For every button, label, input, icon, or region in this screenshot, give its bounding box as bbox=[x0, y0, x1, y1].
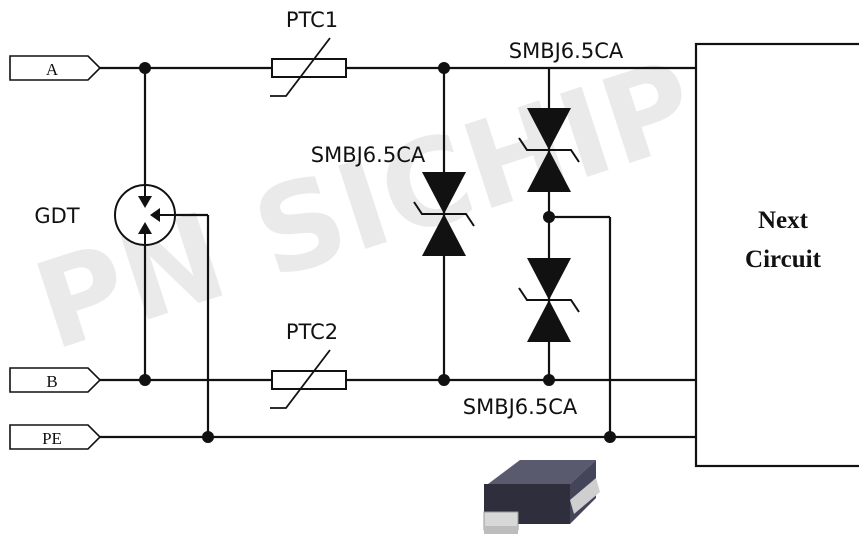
ptc2-label: PTC2 bbox=[286, 320, 338, 344]
port-pe-label: PE bbox=[42, 429, 62, 448]
next-circuit-box: Next Circuit bbox=[694, 42, 859, 468]
tvs-bottom-label: SMBJ6.5CA bbox=[463, 395, 578, 419]
tvs-right-upper-diode: SMBJ6.5CA bbox=[509, 39, 624, 192]
port-pe: PE bbox=[9, 424, 102, 450]
port-a-label: A bbox=[46, 60, 59, 79]
tvs-middle-diode: SMBJ6.5CA bbox=[311, 143, 475, 256]
ptc1-resistor: PTC1 bbox=[270, 8, 347, 97]
smb-package-icon bbox=[483, 460, 600, 534]
tvs-right-lower-diode: SMBJ6.5CA bbox=[463, 258, 580, 419]
port-b-label: B bbox=[46, 372, 57, 391]
ptc2-resistor: PTC2 bbox=[270, 320, 347, 409]
next-circuit-line1: Next bbox=[758, 207, 809, 234]
tvs-middle-label: SMBJ6.5CA bbox=[311, 143, 426, 167]
gdt-label: GDT bbox=[34, 204, 79, 228]
port-b: B bbox=[9, 367, 102, 393]
tvs-top-right-label: SMBJ6.5CA bbox=[509, 39, 624, 63]
junction-dots bbox=[139, 62, 616, 443]
next-circuit-line2: Circuit bbox=[745, 246, 822, 273]
ptc1-label: PTC1 bbox=[286, 8, 338, 32]
port-a: A bbox=[9, 55, 102, 81]
gdt-tube: GDT bbox=[34, 184, 176, 246]
